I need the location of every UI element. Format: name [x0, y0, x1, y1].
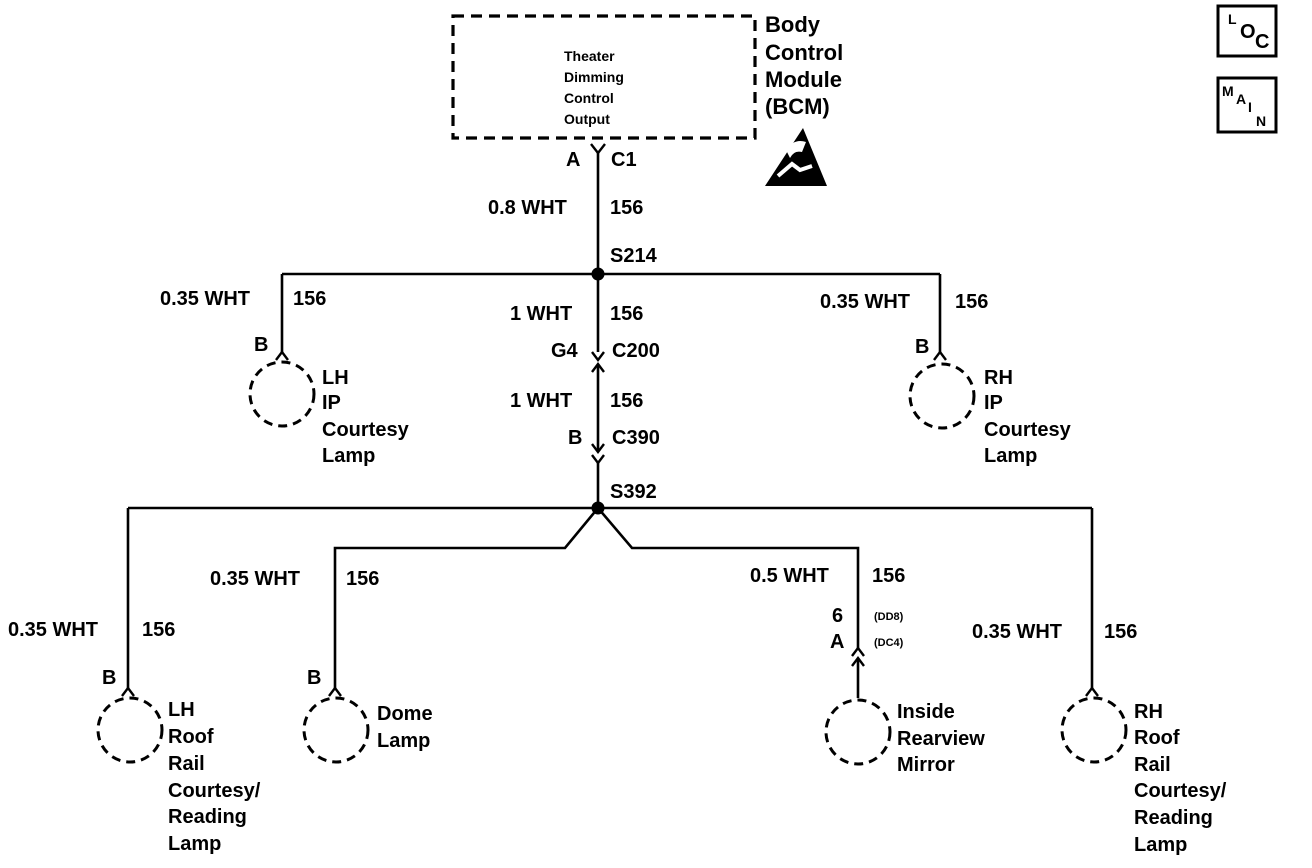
svg-text:0.8 WHT: 0.8 WHT [488, 197, 567, 219]
svg-text:RH: RH [984, 367, 1013, 389]
svg-text:Reading: Reading [168, 806, 247, 828]
svg-text:Roof: Roof [168, 726, 214, 748]
svg-text:A: A [566, 149, 580, 171]
svg-text:156: 156 [346, 568, 379, 590]
svg-text:Reading: Reading [1134, 807, 1213, 829]
svg-text:Lamp: Lamp [1134, 834, 1187, 856]
svg-text:Lamp: Lamp [168, 833, 221, 855]
svg-text:(DD8): (DD8) [874, 611, 904, 623]
svg-text:0.35 WHT: 0.35 WHT [820, 291, 910, 313]
svg-text:C1: C1 [611, 149, 637, 171]
svg-text:Courtesy/: Courtesy/ [168, 780, 261, 802]
svg-text:Rearview: Rearview [897, 728, 985, 750]
wire-s392-mirror-branch [597, 507, 860, 648]
svg-text:(BCM): (BCM) [765, 94, 830, 119]
connector-mirror: 6 A (DD8) (DC4) [830, 605, 904, 667]
svg-text:0.35 WHT: 0.35 WHT [972, 621, 1062, 643]
svg-text:B: B [254, 334, 268, 356]
bcm-function-label: Theater Dimming Control Output [564, 48, 624, 127]
rh-ip-courtesy-lamp [908, 362, 976, 430]
svg-text:156: 156 [955, 291, 988, 313]
svg-text:G4: G4 [551, 340, 579, 362]
lh-roof-lamp-label: LH Roof Rail Courtesy/ Reading Lamp [168, 699, 261, 855]
bcm-module-box [451, 14, 757, 140]
svg-text:N: N [1256, 113, 1266, 129]
svg-text:Lamp: Lamp [984, 445, 1037, 467]
svg-text:Output: Output [564, 111, 610, 127]
svg-text:Roof: Roof [1134, 727, 1180, 749]
svg-text:C390: C390 [612, 427, 660, 449]
svg-text:O: O [1240, 21, 1256, 43]
svg-text:M: M [1222, 83, 1234, 99]
rh-ip-lamp-label: RH IP Courtesy Lamp [984, 367, 1072, 467]
bcm-name-label: Body Control Module (BCM) [765, 12, 843, 119]
svg-text:B: B [102, 667, 116, 689]
svg-text:1 WHT: 1 WHT [510, 390, 572, 412]
svg-text:Lamp: Lamp [322, 445, 375, 467]
svg-text:Rail: Rail [168, 753, 205, 775]
svg-text:LH: LH [168, 699, 195, 721]
main-icon: M A I N [1216, 76, 1278, 134]
svg-text:Control: Control [765, 40, 843, 65]
svg-text:156: 156 [1104, 621, 1137, 643]
lh-roof-rail-lamp [96, 696, 164, 764]
svg-text:A: A [1236, 91, 1246, 107]
splice-s392-label: S392 [610, 481, 657, 503]
svg-text:Theater: Theater [564, 48, 615, 64]
wire-s392-dome-branch [333, 507, 600, 688]
svg-text:156: 156 [610, 197, 643, 219]
svg-text:0.35 WHT: 0.35 WHT [160, 288, 250, 310]
svg-text:Control: Control [564, 90, 614, 106]
dome-lamp [302, 696, 370, 764]
bcm-connector-c1: A C1 [566, 143, 637, 171]
svg-text:156: 156 [872, 565, 905, 587]
svg-text:Lamp: Lamp [377, 730, 430, 752]
svg-text:Courtesy/: Courtesy/ [1134, 780, 1227, 802]
rh-roof-lamp-label: RH Roof Rail Courtesy/ Reading Lamp [1134, 701, 1227, 856]
svg-text:Courtesy: Courtesy [984, 419, 1072, 441]
svg-text:Body: Body [765, 12, 821, 37]
svg-text:L: L [1228, 11, 1237, 27]
esd-sensitive-icon [765, 128, 827, 186]
splice-s214-label: S214 [610, 245, 658, 267]
svg-text:Inside: Inside [897, 701, 955, 723]
svg-text:6: 6 [832, 605, 843, 627]
svg-text:B: B [307, 667, 321, 689]
connector-c390: B C390 [568, 427, 660, 465]
loc-icon: L O C [1216, 4, 1278, 58]
svg-text:156: 156 [142, 619, 175, 641]
svg-text:I: I [1248, 99, 1252, 115]
svg-text:Module: Module [765, 67, 842, 92]
svg-text:B: B [915, 336, 929, 358]
svg-text:Rail: Rail [1134, 754, 1171, 776]
connector-c200: G4 C200 [551, 340, 660, 373]
lh-ip-lamp-label: LH IP Courtesy Lamp [322, 367, 410, 467]
inside-rearview-mirror [824, 698, 892, 766]
svg-text:Dome: Dome [377, 703, 433, 725]
svg-text:(DC4): (DC4) [874, 637, 904, 649]
svg-text:156: 156 [293, 288, 326, 310]
dome-lamp-label: Dome Lamp [377, 703, 433, 752]
svg-text:B: B [568, 427, 582, 449]
rh-roof-rail-lamp [1060, 696, 1128, 764]
svg-text:LH: LH [322, 367, 349, 389]
svg-text:IP: IP [984, 392, 1003, 414]
svg-text:Mirror: Mirror [897, 754, 955, 776]
svg-text:Courtesy: Courtesy [322, 419, 410, 441]
svg-text:RH: RH [1134, 701, 1163, 723]
svg-text:0.35 WHT: 0.35 WHT [210, 568, 300, 590]
svg-text:IP: IP [322, 392, 341, 414]
svg-text:C: C [1255, 31, 1269, 53]
svg-text:156: 156 [610, 303, 643, 325]
svg-text:0.5 WHT: 0.5 WHT [750, 565, 829, 587]
svg-text:Dimming: Dimming [564, 69, 624, 85]
svg-text:C200: C200 [612, 340, 660, 362]
svg-text:1 WHT: 1 WHT [510, 303, 572, 325]
lh-ip-courtesy-lamp [248, 360, 316, 428]
svg-text:0.35 WHT: 0.35 WHT [8, 619, 98, 641]
svg-text:A: A [830, 631, 844, 653]
svg-text:156: 156 [610, 390, 643, 412]
mirror-label: Inside Rearview Mirror [897, 701, 985, 776]
